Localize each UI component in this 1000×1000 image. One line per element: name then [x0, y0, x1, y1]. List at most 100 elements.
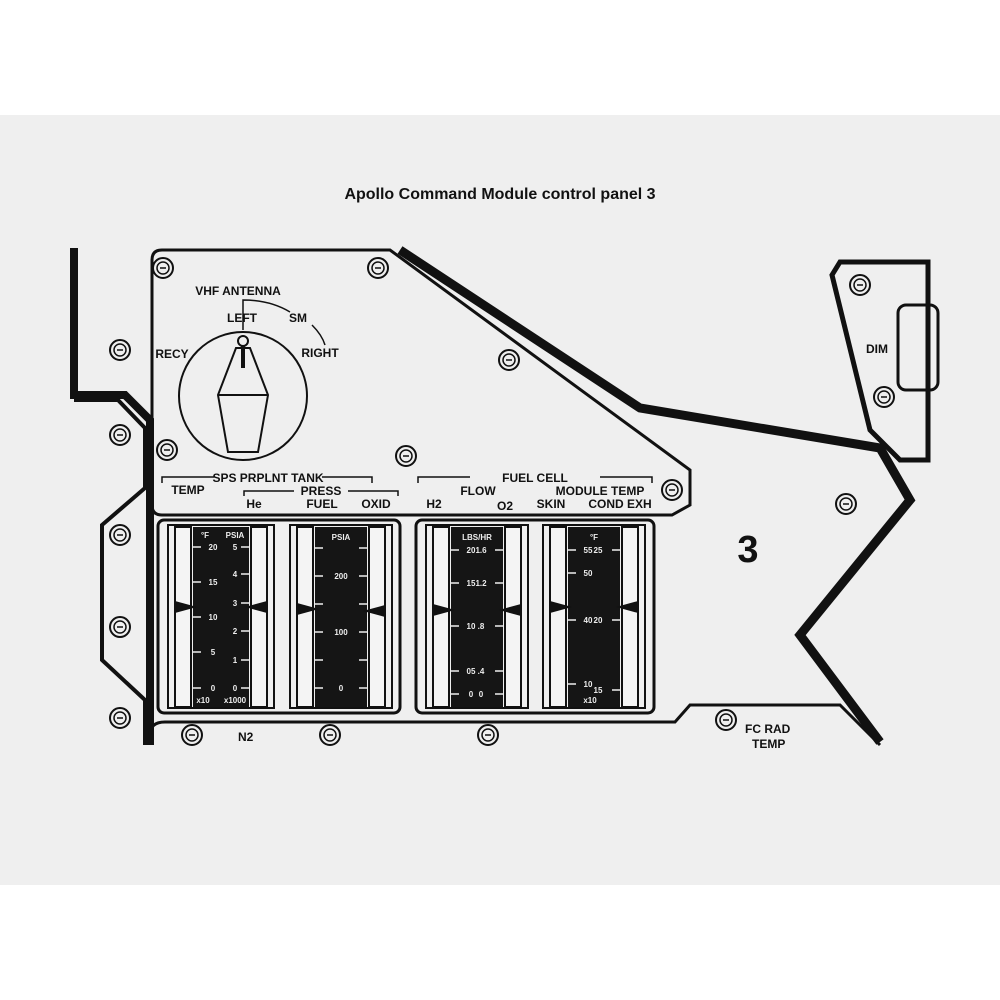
left-pointer-icon: [550, 601, 572, 613]
right-tick-label: 4: [233, 570, 238, 579]
screw-icon: [661, 479, 683, 501]
center-tick-label: 100: [334, 628, 348, 637]
right-tick-label: 1: [233, 656, 238, 665]
group-brackets: [161, 476, 653, 496]
page-title: Apollo Command Module control panel 3: [344, 186, 656, 203]
right-pointer-icon: [499, 604, 521, 616]
scale-face: [193, 527, 249, 707]
sps-prplnt-tank-label: SPS PRPLNT TANK: [212, 471, 323, 485]
screw-icon: [498, 349, 520, 371]
scale-face: [451, 527, 503, 707]
vhf-pos-right: RIGHT: [301, 346, 339, 360]
gauge-frame: [414, 518, 656, 715]
left-pointer-icon: [433, 604, 455, 616]
vhf-pos-recy: RECY: [155, 347, 188, 361]
center-tick-label: 200: [334, 572, 348, 581]
screw-icon: [156, 439, 178, 461]
left-tick-label: 5: [211, 648, 216, 657]
screw-icon: [477, 724, 499, 746]
right-tick-label: 25: [594, 546, 603, 555]
fc-rad-label: FC RAD: [745, 722, 791, 736]
units-left: °F: [201, 531, 209, 540]
vhf-antenna-switch[interactable]: [178, 299, 326, 461]
left-tick-label: 20: [467, 546, 476, 555]
left-tick-label: 10: [467, 622, 476, 631]
module-temp-label: MODULE TEMP: [556, 484, 645, 498]
left-tick-label: 40: [584, 616, 593, 625]
left-tick-label: 10: [584, 680, 593, 689]
oxid-label: OXID: [361, 497, 391, 511]
left-track: [432, 526, 450, 708]
scale-face: [315, 527, 367, 707]
screw-icon: [835, 493, 857, 515]
screw-icon: [109, 339, 131, 361]
screw-icon: [367, 257, 389, 279]
screw-icon: [319, 724, 341, 746]
panel-number: 3: [737, 529, 758, 571]
screw-icon: [152, 257, 174, 279]
footer-left: x10: [196, 696, 210, 705]
right-tick-label: 5: [233, 543, 238, 552]
footer-left: x10: [583, 696, 597, 705]
units-center: PSIA: [332, 533, 351, 542]
screw-icon: [395, 445, 417, 467]
photo-card: [0, 115, 1000, 885]
o2-label: O2: [497, 499, 513, 513]
press-label: PRESS: [301, 484, 342, 498]
footer-right: x1000: [224, 696, 247, 705]
right-tick-label: 20: [594, 616, 603, 625]
flow-label: FLOW: [460, 484, 496, 498]
right-tick-label: 0: [233, 684, 238, 693]
cond-exh-label: COND EXH: [588, 497, 651, 511]
right-track: [250, 526, 268, 708]
right-tick-label: .8: [478, 622, 485, 631]
right-tick-label: 0: [479, 690, 484, 699]
temp-label: TEMP: [171, 483, 204, 497]
skin-label: SKIN: [537, 497, 566, 511]
left-tick-label: 0: [469, 690, 474, 699]
right-pointer-icon: [363, 605, 385, 617]
left-pointer-icon: [175, 601, 197, 613]
fuel-label: FUEL: [306, 497, 337, 511]
right-track: [504, 526, 522, 708]
screw-icon: [181, 724, 203, 746]
right-pointer-icon: [245, 601, 267, 613]
dim-label: DIM: [866, 342, 888, 356]
left-tick-label: 05: [467, 667, 476, 676]
right-track: [368, 526, 386, 708]
fc-rad-temp-label: TEMP: [752, 737, 785, 751]
left-tick-label: 0: [211, 684, 216, 693]
he-label: He: [246, 497, 262, 511]
left-pointer-icon: [297, 603, 319, 615]
left-tick-label: 55: [584, 546, 593, 555]
left-tick-label: 20: [209, 543, 218, 552]
center-tick-label: 0: [339, 684, 344, 693]
scale-face: [568, 527, 620, 707]
screws: [109, 257, 895, 746]
screw-icon: [715, 709, 737, 731]
right-tick-label: 1.2: [475, 579, 487, 588]
right-pointer-icon: [616, 601, 638, 613]
units-center: °F: [590, 533, 598, 542]
left-tick-label: 15: [209, 578, 218, 587]
right-tick-label: 15: [594, 686, 603, 695]
gauge-frame: [156, 518, 402, 715]
panel-outline: [70, 246, 940, 747]
right-track: [621, 526, 639, 708]
left-tick-label: 15: [467, 579, 476, 588]
units-center: LBS/HR: [462, 533, 492, 542]
vhf-antenna-label: VHF ANTENNA: [195, 284, 281, 298]
gauge-sps-fuel-oxid-press: PSIA 200 100 0: [289, 524, 393, 709]
right-tick-label: 2: [233, 627, 238, 636]
left-tick-label: 10: [209, 613, 218, 622]
right-tick-label: 1.6: [475, 546, 487, 555]
units-right: PSIA: [226, 531, 245, 540]
left-track: [296, 526, 314, 708]
screw-icon: [849, 274, 871, 296]
n2-label: N2: [238, 730, 254, 744]
vhf-pos-left: LEFT: [227, 311, 258, 325]
